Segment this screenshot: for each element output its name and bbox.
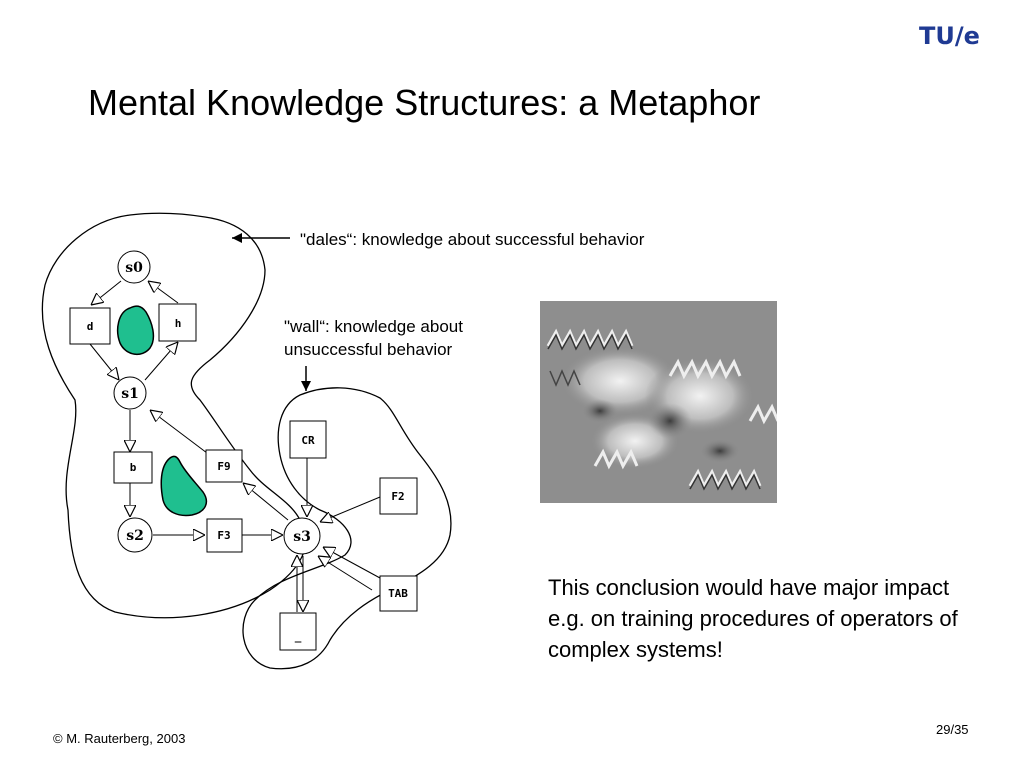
state-node-s3: s3: [283, 517, 321, 555]
knowledge-surface-image: [540, 301, 777, 503]
svg-text:_: _: [295, 630, 302, 643]
key-box-tab: TAB: [379, 575, 418, 612]
svg-text:CR: CR: [301, 434, 315, 447]
slide-title: Mental Knowledge Structures: a Metaphor: [88, 82, 761, 123]
key-box-h: h: [158, 303, 197, 342]
wall-label-line-2: unsuccessful behavior: [284, 340, 453, 359]
svg-text:s3: s3: [293, 529, 311, 545]
state-node-s1: s1: [113, 376, 147, 410]
dale-outline: [41, 212, 307, 619]
key-box-underscore: _: [279, 612, 317, 651]
conclusion-text: This conclusion would have major impact …: [548, 575, 958, 662]
page-number: 29/35: [936, 722, 969, 737]
key-box-f9: F9: [205, 449, 243, 483]
svg-text:F3: F3: [217, 529, 230, 542]
green-blob-upper: [117, 305, 155, 355]
svg-text:h: h: [175, 317, 182, 330]
svg-text:F9: F9: [217, 460, 230, 473]
svg-text:d: d: [87, 320, 94, 333]
key-box-cr: CR: [289, 420, 327, 459]
svg-text:s0: s0: [125, 260, 143, 276]
copyright-footer: © M. Rauterberg, 2003: [53, 731, 186, 746]
svg-text:F2: F2: [391, 490, 404, 503]
svg-text:b: b: [130, 461, 137, 474]
wall-outline: [242, 387, 452, 670]
svg-text:s1: s1: [121, 386, 139, 402]
key-box-f2: F2: [379, 477, 418, 515]
svg-text:TAB: TAB: [388, 587, 408, 600]
dales-label: "dales“: knowledge about successful beha…: [300, 230, 645, 249]
green-blob-lower: [160, 455, 208, 517]
wall-label: "wall“: knowledge about unsuccessful beh…: [284, 315, 463, 361]
state-node-s2: s2: [117, 517, 153, 553]
tue-logo: TU/e: [919, 22, 980, 50]
key-box-d: d: [69, 307, 111, 345]
svg-text:s2: s2: [126, 528, 144, 544]
wall-label-line-1: "wall“: knowledge about: [284, 317, 463, 336]
key-box-b: b: [113, 451, 153, 484]
state-node-s0: s0: [117, 250, 151, 284]
key-box-f3: F3: [206, 518, 243, 553]
